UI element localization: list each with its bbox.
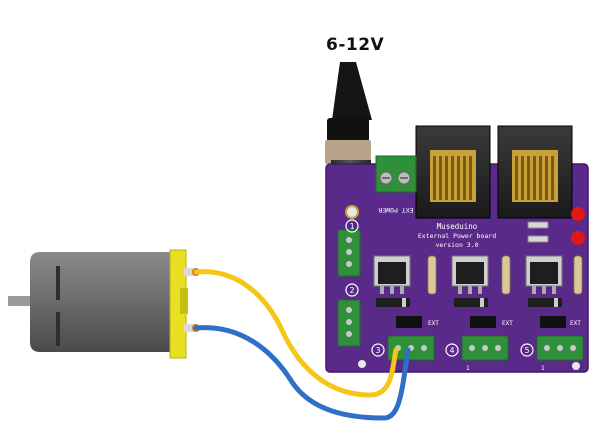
positive-wire xyxy=(193,269,399,398)
negative-wire xyxy=(193,325,411,421)
channel-number-3: 3 xyxy=(376,346,381,355)
board-name: Museduino xyxy=(437,222,478,231)
status-leds xyxy=(527,207,585,245)
supply-voltage-label: 6-12V xyxy=(326,35,385,55)
resistors xyxy=(427,255,583,295)
terminal-5-pin-label: 1 xyxy=(541,365,545,372)
ext-jumper-4: EXT xyxy=(470,316,513,328)
ext-power-label: EXT POWER xyxy=(378,206,413,214)
ext-jumper-5-label: EXT xyxy=(570,320,581,327)
diodes xyxy=(376,298,562,307)
channel-marker-4: 4 xyxy=(445,343,459,357)
mosfet-4 xyxy=(451,255,489,294)
dc-motor xyxy=(8,249,200,359)
board-version: version 3.0 xyxy=(435,241,478,249)
channel-number-1: 1 xyxy=(350,222,355,231)
terminal-block-4 xyxy=(461,335,509,361)
ext-jumper-3: EXT xyxy=(396,316,439,328)
channel-number-5: 5 xyxy=(525,346,530,355)
terminal-block-5 xyxy=(536,335,584,361)
rj45-jack-left xyxy=(415,125,491,219)
mosfet-3 xyxy=(373,255,411,294)
ext-power-terminal xyxy=(375,155,417,193)
rj45-jack-right xyxy=(497,125,573,219)
channel-marker-2: 2 xyxy=(345,283,359,297)
channel-marker-1: 1 xyxy=(345,219,359,233)
channel-marker-3: 3 xyxy=(371,343,385,357)
ext-jumper-5: EXT xyxy=(540,316,581,328)
board-subtitle: External Power board xyxy=(418,232,496,240)
ext-jumper-4-label: EXT xyxy=(502,320,513,327)
terminal-block-2 xyxy=(337,299,361,347)
channel-number-2: 2 xyxy=(350,286,355,295)
channel-marker-5: 5 xyxy=(520,343,534,357)
mosfet-5 xyxy=(525,255,563,294)
terminal-4-pin-label: 1 xyxy=(466,365,470,372)
terminal-block-1 xyxy=(337,229,361,277)
channel-number-4: 4 xyxy=(450,346,455,355)
ext-jumper-3-label: EXT xyxy=(428,320,439,327)
